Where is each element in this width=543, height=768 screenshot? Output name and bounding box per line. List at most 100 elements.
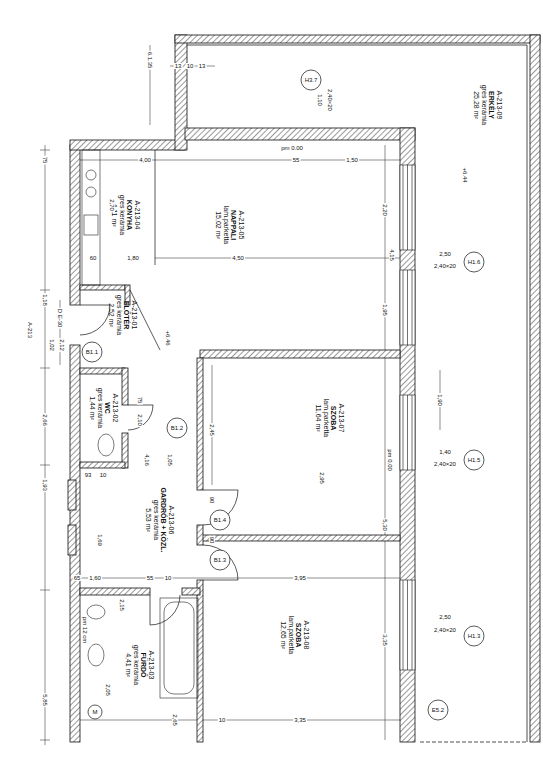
room-info: 15,02 m² bbox=[215, 167, 223, 283]
dimension-label: 1,90 bbox=[437, 393, 443, 407]
dimension-label: 4,16 bbox=[144, 453, 150, 467]
room-info: A-213-02 bbox=[112, 380, 120, 436]
walls bbox=[68, 35, 540, 742]
room-name: ELŐTÉR bbox=[123, 294, 131, 335]
room-info: gres kerámia bbox=[480, 52, 488, 158]
dimension-label: 2,50 bbox=[438, 614, 452, 620]
room-info: 1,44 m² bbox=[89, 380, 97, 436]
dimension-label: 13 bbox=[174, 63, 183, 69]
room-info: A-213-04 bbox=[133, 172, 141, 258]
room-name: SZOBA bbox=[295, 592, 303, 678]
room-info: lam.parketta bbox=[287, 592, 295, 678]
dimension-label: 3,35 bbox=[293, 717, 307, 723]
room-label: A-213-02WCgres kerámia1,44 m² bbox=[87, 378, 122, 438]
dimension-label: 1,93 bbox=[42, 478, 48, 492]
callout-number: E5.2 bbox=[431, 707, 445, 713]
dimension-label: 10 bbox=[164, 575, 173, 581]
dimension-label: pm 0.00 bbox=[280, 145, 304, 151]
callout-circles bbox=[82, 70, 484, 720]
room-name: SZOBA bbox=[330, 377, 338, 458]
dimension-label: 1,10 bbox=[317, 93, 323, 107]
dimension-label: 6.1.35 bbox=[147, 51, 153, 70]
room-name: FÜRDŐ bbox=[140, 622, 148, 708]
dimension-label: 5,85 bbox=[42, 693, 48, 707]
dimension-label: +6.46 bbox=[165, 329, 171, 346]
room-text: A-213-07SZOBAlam.parketta11,64 m² bbox=[315, 377, 346, 458]
room-info: A-213-08 bbox=[303, 592, 311, 678]
room-info: gres kerámia bbox=[132, 622, 140, 708]
dimension-label: 4,15 bbox=[389, 248, 395, 262]
room-info: 5,53 m² bbox=[145, 472, 153, 568]
dimension-label: 75 bbox=[137, 396, 143, 405]
dimension-label: 55 bbox=[292, 157, 301, 163]
dimension-label: 75 bbox=[42, 156, 48, 165]
dimension-label: 2,50 bbox=[438, 251, 452, 257]
dimension-label: 1,18 bbox=[42, 293, 48, 307]
dimension-label: 1,95 bbox=[382, 303, 388, 317]
callout-number: B1.1 bbox=[85, 349, 99, 355]
room-name: WC bbox=[104, 380, 112, 436]
room-text: A-213-04KONYHAgres kerámia4,11 m² bbox=[110, 172, 141, 258]
dimension-lines bbox=[40, 45, 440, 745]
dimension-label: 10 bbox=[218, 717, 227, 723]
fixtures bbox=[82, 150, 198, 698]
room-text: A-213-01ELŐTÉRgres kerámia2,52 m² bbox=[107, 294, 138, 335]
callout-number: H1.5 bbox=[467, 457, 482, 463]
dimension-label: 2,40×20 bbox=[327, 88, 333, 112]
dimension-label: 1,50 bbox=[345, 157, 359, 163]
room-info: A-213-05 bbox=[238, 167, 246, 283]
room-info: lam.parketta bbox=[322, 377, 330, 458]
dimension-label: D E-30 bbox=[57, 308, 63, 329]
dimension-label: 2,70 bbox=[109, 198, 115, 212]
dimension-label: 2,66 bbox=[42, 413, 48, 427]
dimension-label: pm 0.00 bbox=[387, 448, 393, 472]
room-info: gres kerámia bbox=[152, 472, 160, 568]
room-info: A-213-09 bbox=[495, 52, 503, 158]
room-label: A-213-03FÜRDŐgres kerámia4,41 m² bbox=[120, 620, 160, 710]
room-label: A-213-08SZOBAlam.parketta12,65 m² bbox=[255, 590, 335, 680]
windows bbox=[400, 165, 415, 670]
room-text: A-213-02WCgres kerámia1,44 m² bbox=[89, 380, 120, 436]
dimension-label: 2,40×20 bbox=[433, 461, 457, 467]
dimension-label: 1,05 bbox=[167, 453, 173, 467]
dimension-label: 90 bbox=[209, 496, 215, 505]
room-info: 2,52 m² bbox=[107, 294, 115, 335]
dimension-label: 1,02 bbox=[49, 338, 55, 352]
dimension-label: 4,50 bbox=[231, 255, 245, 261]
room-info: 11,64 m² bbox=[315, 377, 323, 458]
room-text: A-213-06GARDRÓB + KÖZL.gres kerámia5,53 … bbox=[145, 472, 176, 568]
callout-number: B1.2 bbox=[170, 425, 184, 431]
dimension-label: +6.44 bbox=[462, 166, 468, 183]
dimension-label: 1,40 bbox=[438, 449, 452, 455]
room-label: A-213-01ELŐTÉRgres kerámia2,52 m² bbox=[100, 292, 145, 337]
room-info: 12,65 m² bbox=[280, 592, 288, 678]
room-info: gres kerámia bbox=[118, 172, 126, 258]
dimension-label: 2,20 bbox=[382, 203, 388, 217]
dimension-label: 1,80 bbox=[126, 255, 140, 261]
callout-number: H1.3 bbox=[467, 633, 482, 639]
room-label: A-213-09ERKÉLYgres kerámia25,28 m² bbox=[450, 50, 525, 160]
dimension-label: 3,95 bbox=[293, 575, 307, 581]
dimension-label: pm 12 cm bbox=[82, 616, 88, 644]
room-label: A-213-07SZOBAlam.parketta11,64 m² bbox=[290, 375, 370, 460]
dimension-label: 2,45 bbox=[209, 423, 215, 437]
room-info: 4,41 m² bbox=[125, 622, 133, 708]
dimension-label: 2,65 bbox=[172, 713, 178, 727]
dimension-label: 2,12 bbox=[59, 338, 65, 352]
room-name: GARDRÓB + KÖZL. bbox=[160, 472, 168, 568]
room-info: A-213-03 bbox=[148, 622, 156, 708]
room-label: A-213-04KONYHAgres kerámia4,11 m² bbox=[103, 170, 148, 260]
dimension-label: 55 bbox=[146, 575, 155, 581]
dimension-label: 2,95 bbox=[319, 471, 325, 485]
room-name: KONYHA bbox=[126, 172, 134, 258]
room-info: lam.parketta bbox=[222, 167, 230, 283]
dimension-label: A-213 bbox=[27, 321, 33, 339]
room-info: gres kerámia bbox=[115, 294, 123, 335]
dimension-label: 10 bbox=[186, 63, 195, 69]
dimension-label: 2,40×20 bbox=[433, 263, 457, 269]
dimension-label: 93 bbox=[84, 472, 93, 478]
room-name: ERKÉLY bbox=[488, 52, 496, 158]
dimension-label: 13 bbox=[198, 63, 207, 69]
callout-number: M bbox=[92, 709, 99, 715]
